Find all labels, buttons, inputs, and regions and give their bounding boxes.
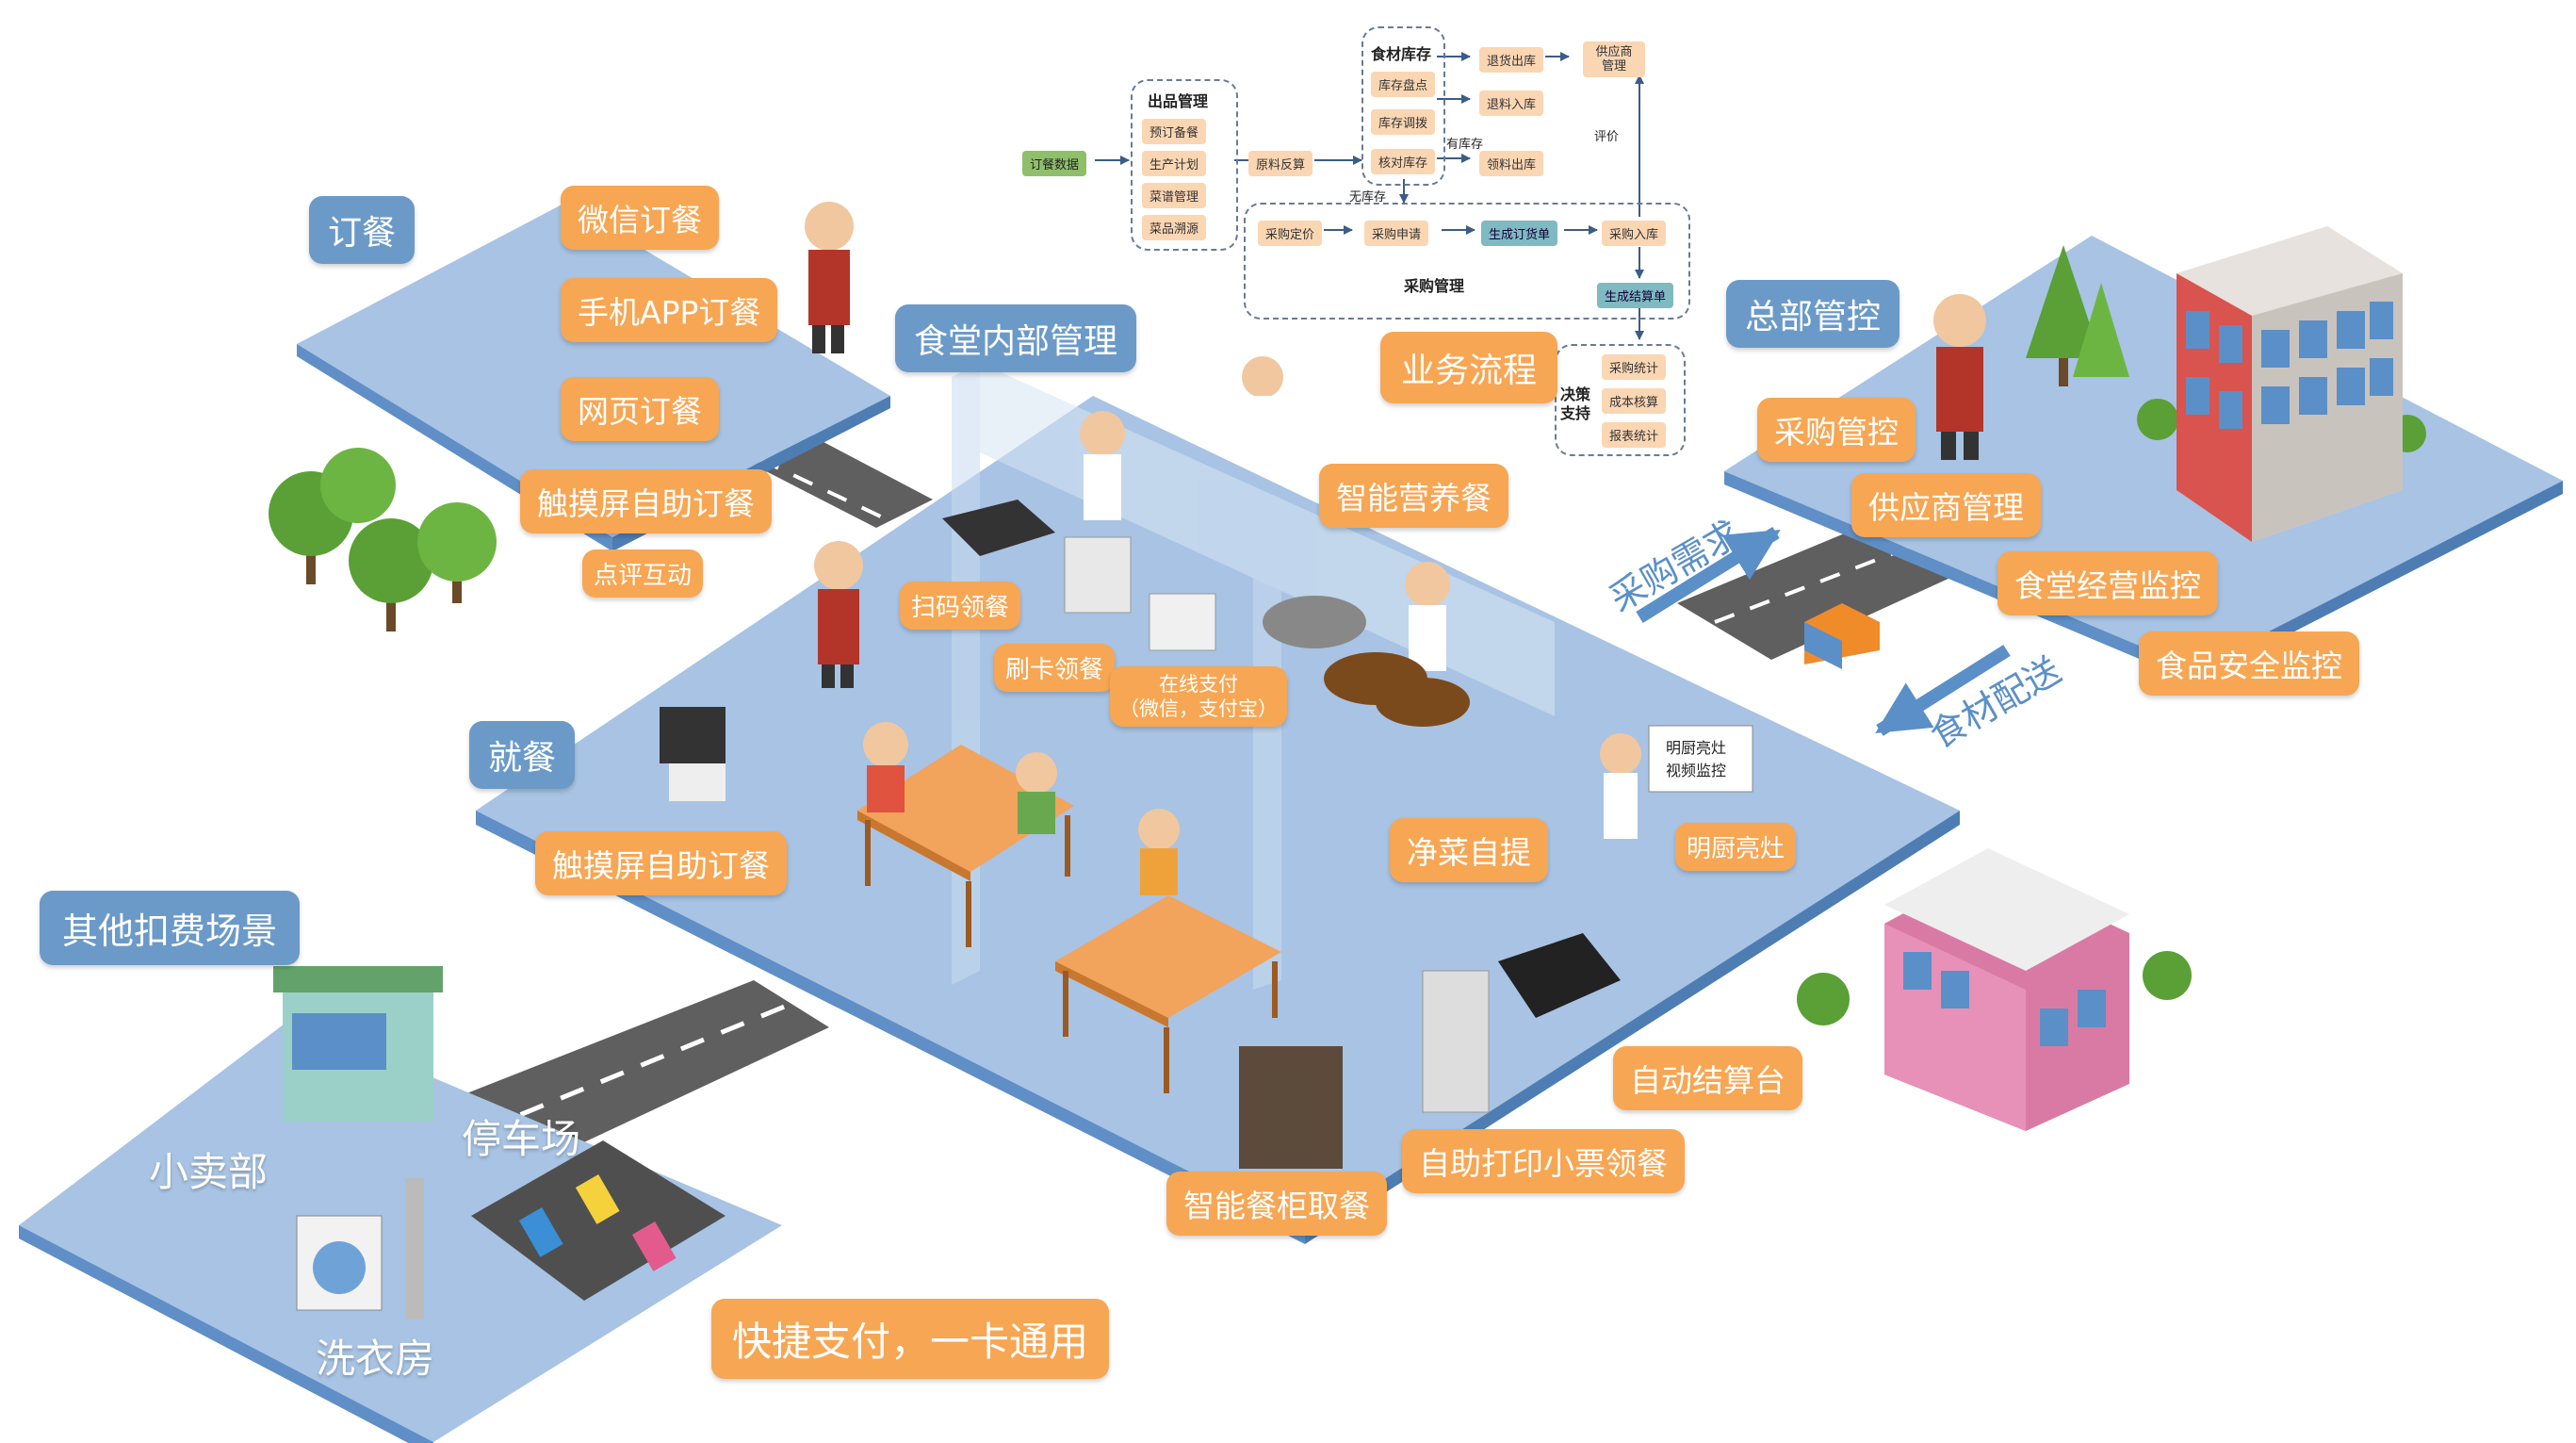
flow-decision-title: 支持 <box>1560 404 1591 422</box>
section-other-scenes: 其他扣费场景 <box>40 891 301 965</box>
canteen-kitchen: 明厨亮灶 <box>1675 823 1797 871</box>
dining-table-2 <box>1055 895 1281 1093</box>
hq-item: 采购管控 <box>1757 398 1916 462</box>
section-ordering: 订餐 <box>309 196 416 264</box>
flow-output-title: 出品管理 <box>1148 92 1209 110</box>
ordering-item: 点评互动 <box>582 549 704 598</box>
people-figures <box>805 202 1986 895</box>
section-canteen-mgmt: 食堂内部管理 <box>895 304 1137 372</box>
flow-return-in: 退料入库 <box>1479 90 1544 116</box>
dining-touch-order: 触摸屏自助订餐 <box>535 831 787 895</box>
section-dining: 就餐 <box>469 721 576 789</box>
platform-other <box>19 1018 782 1443</box>
washing-machine <box>296 1178 424 1320</box>
flowchart-arrows <box>1095 52 1644 340</box>
ordering-item: 触摸屏自助订餐 <box>520 469 772 533</box>
canteen-nutrition: 智能营养餐 <box>1319 464 1508 528</box>
canteen-card: 刷卡领餐 <box>994 644 1116 692</box>
flow-has-stock: 有库存 <box>1446 138 1484 152</box>
ordering-item: 微信订餐 <box>561 186 719 250</box>
flow-purchase-title: 采购管理 <box>1404 277 1465 295</box>
dining-table-1 <box>857 745 1074 947</box>
canteen-clean-veg: 净菜自提 <box>1390 818 1548 882</box>
flow-inventory-item: 核对库存 <box>1371 149 1436 174</box>
small-shop <box>273 966 443 1122</box>
flow-purchase-item: 采购申请 <box>1364 221 1429 246</box>
hq-building <box>2177 226 2403 542</box>
group-decision <box>1555 344 1686 456</box>
canteen-scan: 扫码领餐 <box>900 582 1021 630</box>
group-output-mgmt <box>1131 79 1238 251</box>
hq-item: 食品安全监控 <box>2139 631 2359 696</box>
flow-decision-item: 采购统计 <box>1602 354 1667 380</box>
canteen-auto-checkout: 自动结算台 <box>1613 1046 1802 1110</box>
ordering-item: 网页订餐 <box>561 377 719 441</box>
flow-no-stock: 无库存 <box>1349 190 1387 205</box>
canteen-online-pay: 在线支付 （微信，支付宝） <box>1110 666 1287 727</box>
flow-purchase-item: 采购定价 <box>1258 221 1323 246</box>
flow-decision-title: 决策 <box>1560 385 1591 403</box>
other-laundry: 洗衣房 <box>316 1336 435 1382</box>
restaurant-building <box>1797 848 2192 1131</box>
arrow-purchase-demand <box>1636 527 1781 623</box>
quick-pay: 快捷支付，一卡通用 <box>711 1299 1110 1379</box>
flow-purchase-item: 采购入库 <box>1602 221 1667 246</box>
hq-item: 食堂经营监控 <box>1997 551 2218 615</box>
kitchen-board-line: 视频监控 <box>1666 762 1727 779</box>
truck <box>1804 603 1880 669</box>
online-pay-label: 在线支付 <box>1159 673 1238 696</box>
ordering-item: 手机APP订餐 <box>561 278 778 342</box>
flow-purchase-item: 生成结算单 <box>1597 283 1674 308</box>
online-pay-sub: （微信，支付宝） <box>1119 697 1278 720</box>
trees-left <box>269 448 497 631</box>
flow-output-item: 菜品溯源 <box>1142 215 1207 240</box>
devices <box>660 500 1753 1169</box>
hq-item: 供应商管理 <box>1851 473 2041 537</box>
flow-output-item: 预订备餐 <box>1142 119 1207 144</box>
canteen-business-flow: 业务流程 <box>1380 332 1558 403</box>
other-shop: 小卖部 <box>149 1149 269 1195</box>
flow-raw-calc: 原料反算 <box>1248 151 1313 176</box>
flow-return-out: 退货出库 <box>1479 47 1544 73</box>
flow-decision-item: 报表统计 <box>1602 422 1667 448</box>
road-bottom-left <box>443 980 829 1169</box>
flow-output-item: 生产计划 <box>1142 151 1207 176</box>
flow-inventory-item: 库存盘点 <box>1371 72 1436 97</box>
canteen-smart-cabinet: 智能餐柜取餐 <box>1166 1172 1387 1236</box>
kitchen-board-screen: 明厨亮灶 视频监控 <box>1666 737 1726 782</box>
kitchen-board-line: 明厨亮灶 <box>1666 739 1727 757</box>
flow-inventory-item: 库存调拨 <box>1371 109 1436 135</box>
parking-lot <box>471 1140 726 1301</box>
flow-purchase-item: 生成订货单 <box>1481 221 1558 246</box>
group-purchase <box>1244 203 1690 320</box>
group-inventory <box>1361 26 1445 186</box>
flow-order-data: 订餐数据 <box>1022 151 1087 176</box>
section-hq-control: 总部管控 <box>1726 280 1900 348</box>
other-parking: 停车场 <box>462 1116 581 1162</box>
arrow-material-delivery <box>1875 645 2011 736</box>
canteen-print-ticket: 自助打印小票领餐 <box>1402 1129 1685 1193</box>
stove <box>1263 596 1470 727</box>
flow-decision-item: 成本核算 <box>1602 388 1667 414</box>
flow-inventory-title: 食材库存 <box>1371 45 1432 63</box>
flow-output-item: 菜谱管理 <box>1142 183 1207 208</box>
flow-supplier-mgmt: 供应商管理 <box>1583 41 1645 77</box>
flow-pick-out: 领料出库 <box>1479 151 1544 176</box>
flow-evaluate: 评价 <box>1594 130 1620 144</box>
